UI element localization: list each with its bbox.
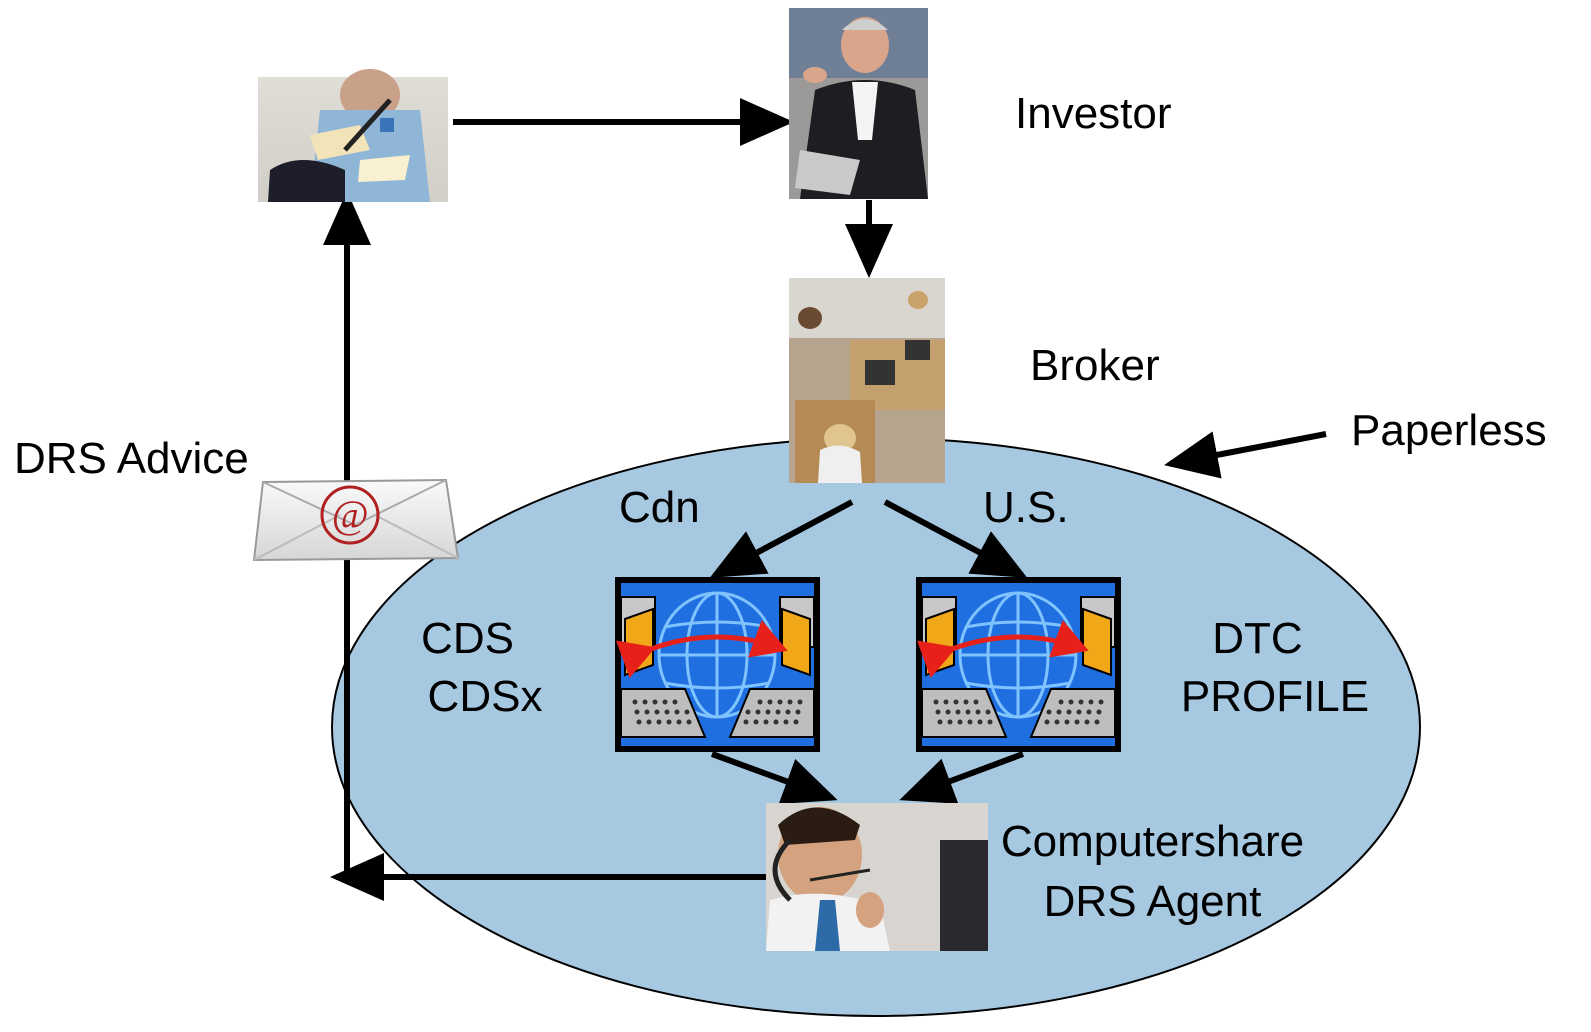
drs-advice-label: DRS Advice [14,434,249,483]
cds-label: CDS [421,614,514,663]
arrow-us-to-agent [899,751,1025,804]
cdn-network-icon [615,577,820,752]
cdsx-label: CDSx [427,672,543,721]
call-agent-photo [766,803,988,951]
dtc-label: DTC [1212,614,1303,663]
broker-office-photo [789,278,945,483]
mail-carrier-photo [258,69,448,202]
investor-photo [789,8,928,199]
broker-label: Broker [1030,341,1160,390]
computershare-label: Computershare [1000,817,1305,866]
investor-label: Investor [1015,89,1172,138]
arrow-broker-to-us [883,499,1028,578]
us-network-icon [916,577,1121,752]
profile-label: PROFILE [1180,672,1370,721]
arrow-cdn-to-agent [710,751,838,805]
drs-agent-label: DRS Agent [1043,877,1262,926]
paperless-label: Paperless [1351,406,1547,455]
us-label: U.S. [983,483,1069,532]
svg-text:@: @ [332,492,369,537]
cdn-label: Cdn [619,483,700,532]
arrow-broker-to-cdn [709,499,854,578]
arrow-paperless-pointer [1164,431,1327,479]
email-envelope-icon: @ [252,478,460,562]
